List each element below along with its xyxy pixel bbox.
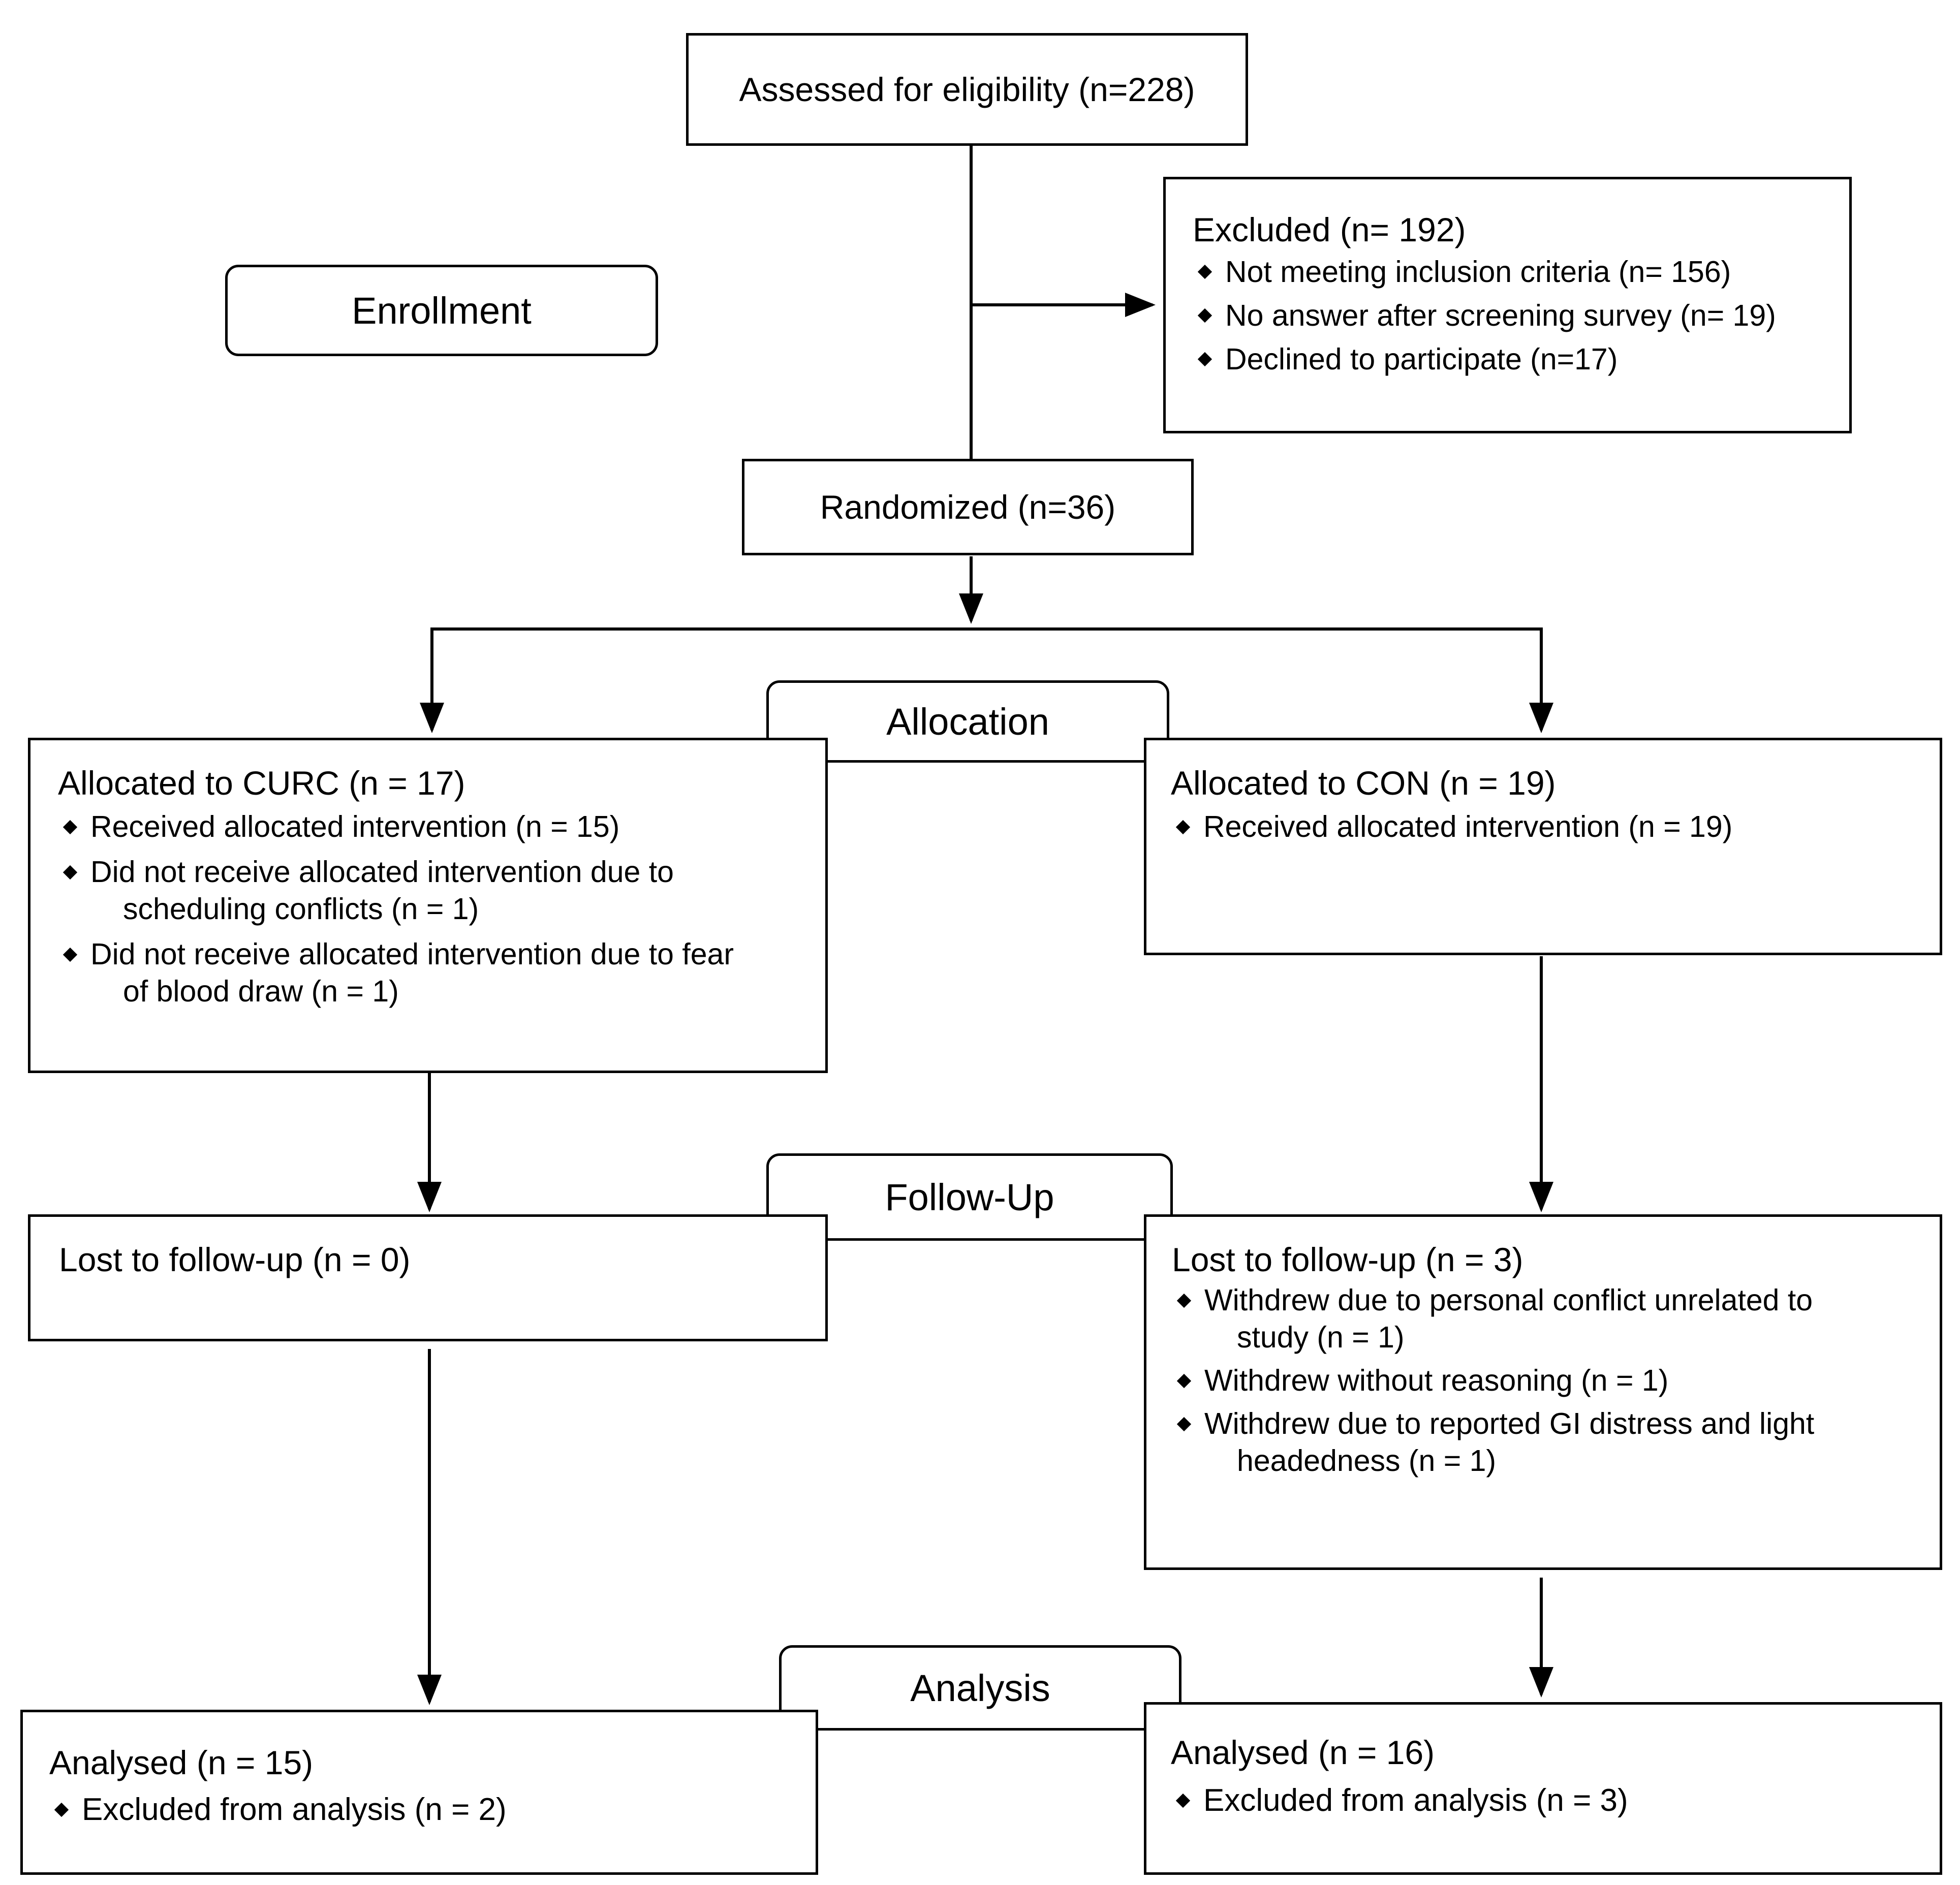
stage-analysis-label: Analysis — [910, 1667, 1050, 1709]
bullet-diamond-icon — [1175, 820, 1191, 835]
bullet-diamond-icon — [63, 865, 78, 880]
bullet-diamond-icon — [63, 820, 78, 835]
bullet-diamond-icon — [1176, 1417, 1192, 1432]
analysed-curc-list: Excluded from analysis (n = 2) — [49, 1791, 816, 1828]
lost-con-title: Lost to follow-up (n = 3) — [1172, 1241, 1523, 1278]
list-item: Withdrew due to reported GI distress and… — [1172, 1405, 1940, 1480]
bullet-diamond-icon — [63, 947, 78, 962]
stage-allocation: Allocation — [766, 680, 1169, 763]
lost-con-list: Withdrew due to personal conflict unrela… — [1172, 1282, 1940, 1480]
bullet-diamond-icon — [1197, 308, 1212, 323]
allocated-curc-list: Received allocated intervention (n = 15)… — [58, 808, 825, 1010]
list-item: Excluded from analysis (n = 2) — [49, 1791, 816, 1828]
allocated-con-list: Received allocated intervention (n = 19) — [1171, 808, 1940, 845]
list-item: Received allocated intervention (n = 15) — [58, 808, 825, 845]
randomized-box: Randomized (n=36) — [742, 459, 1194, 555]
list-item: Did not receive allocated intervention d… — [58, 854, 825, 928]
allocated-con-box: Allocated to CON (n = 19) Received alloc… — [1144, 738, 1942, 955]
bullet-diamond-icon — [1176, 1293, 1192, 1308]
bullet-diamond-icon — [1175, 1793, 1191, 1808]
analysed-con-title: Analysed (n = 16) — [1171, 1734, 1435, 1771]
lost-curc-box: Lost to follow-up (n = 0) — [28, 1214, 828, 1341]
assessed-title: Assessed for eligibility (n=228) — [739, 71, 1195, 108]
excluded-box: Excluded (n= 192) Not meeting inclusion … — [1163, 177, 1852, 433]
list-item: Excluded from analysis (n = 3) — [1171, 1782, 1940, 1819]
bullet-diamond-icon — [1197, 264, 1212, 279]
assessed-box: Assessed for eligibility (n=228) — [686, 33, 1248, 146]
list-item: Did not receive allocated intervention d… — [58, 936, 825, 1010]
bullet-diamond-icon — [1197, 352, 1212, 367]
allocated-curc-box: Allocated to CURC (n = 17) Received allo… — [28, 738, 828, 1073]
analysed-con-list: Excluded from analysis (n = 3) — [1171, 1782, 1940, 1819]
stage-enrollment-label: Enrollment — [352, 289, 532, 332]
excluded-title: Excluded (n= 192) — [1193, 211, 1466, 248]
stage-enrollment: Enrollment — [225, 265, 658, 356]
analysed-con-box: Analysed (n = 16) Excluded from analysis… — [1144, 1702, 1942, 1875]
list-item: Received allocated intervention (n = 19) — [1171, 808, 1940, 845]
excluded-list: Not meeting inclusion criteria (n= 156) … — [1193, 250, 1849, 381]
list-item: Not meeting inclusion criteria (n= 156) — [1193, 250, 1849, 294]
list-item: Withdrew without reasoning (n = 1) — [1172, 1362, 1940, 1399]
stage-analysis: Analysis — [779, 1645, 1181, 1731]
randomized-title: Randomized (n=36) — [820, 488, 1116, 526]
bullet-diamond-icon — [54, 1802, 69, 1817]
stage-follow-up: Follow-Up — [766, 1153, 1173, 1241]
lost-curc-title: Lost to follow-up (n = 0) — [59, 1241, 411, 1278]
stage-allocation-label: Allocation — [886, 700, 1049, 743]
bullet-diamond-icon — [1176, 1373, 1192, 1389]
list-item: No answer after screening survey (n= 19) — [1193, 294, 1849, 337]
analysed-curc-box: Analysed (n = 15) Excluded from analysis… — [20, 1710, 818, 1875]
stage-follow-up-label: Follow-Up — [885, 1176, 1054, 1218]
allocated-curc-title: Allocated to CURC (n = 17) — [58, 764, 465, 802]
lost-con-box: Lost to follow-up (n = 3) Withdrew due t… — [1144, 1214, 1942, 1570]
analysed-curc-title: Analysed (n = 15) — [49, 1744, 314, 1781]
allocated-con-title: Allocated to CON (n = 19) — [1171, 764, 1556, 802]
list-item: Withdrew due to personal conflict unrela… — [1172, 1282, 1940, 1356]
list-item: Declined to participate (n=17) — [1193, 337, 1849, 381]
